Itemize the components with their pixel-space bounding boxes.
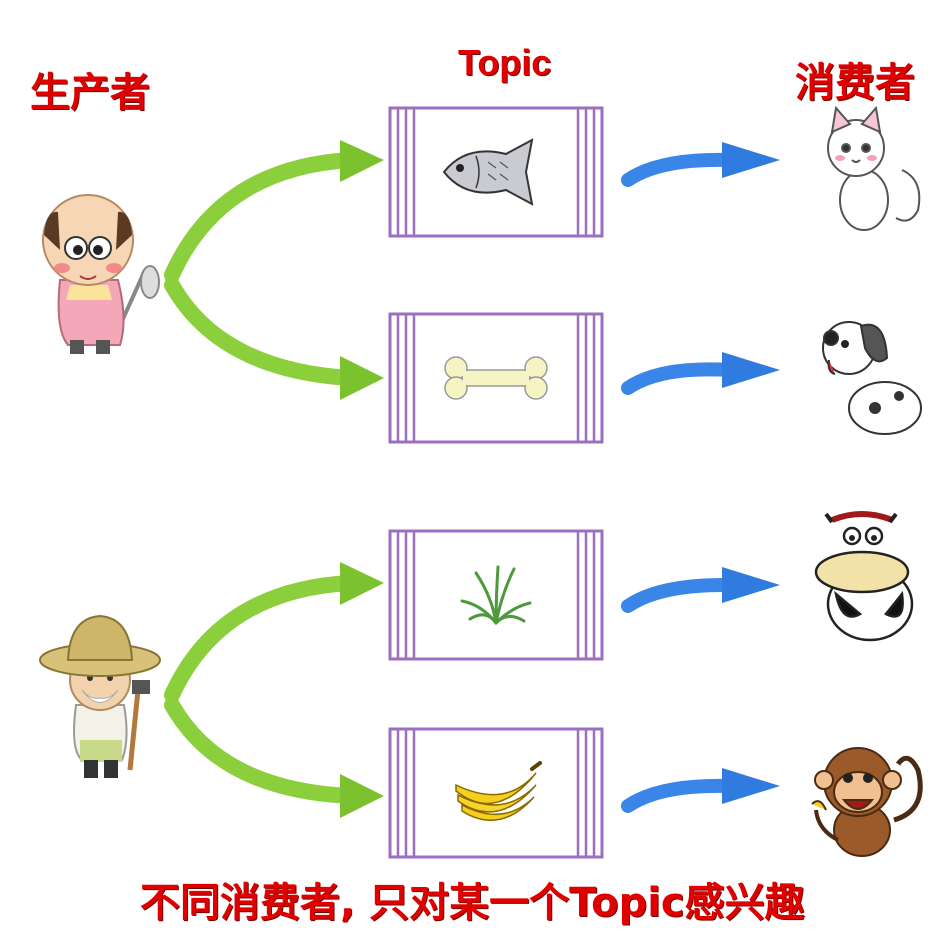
- monkey-icon: [811, 747, 923, 857]
- dog-icon: [822, 321, 922, 435]
- bone-icon: [444, 356, 548, 400]
- arrow-topic3-to-cow: [621, 567, 780, 613]
- topic-label: Topic: [458, 42, 552, 83]
- consumer-dog: [822, 321, 922, 435]
- topic-box-grass: [388, 529, 604, 661]
- topic-box-bone: [388, 312, 604, 444]
- caption: 不同消费者, 只对某一个Topic感兴趣: [140, 880, 805, 926]
- fish-icon: [442, 138, 534, 206]
- cow-icon: [814, 511, 914, 642]
- consumer-cow: [814, 511, 914, 642]
- producer-bald-farmer: [42, 194, 160, 354]
- arrow-topic2-to-dog: [621, 352, 780, 395]
- banana-icon: [455, 761, 542, 822]
- consumer-arrows: [621, 142, 780, 813]
- topic-box-fish: [388, 106, 604, 238]
- producer-hat-farmer: [39, 614, 161, 778]
- grass-icon: [460, 565, 532, 625]
- cat-icon: [827, 105, 921, 231]
- arrow-producer2-to-topic3: [164, 562, 384, 703]
- farmer-hat-icon: [39, 614, 161, 778]
- topic-box-banana: [388, 727, 604, 859]
- producer-arrows: [164, 140, 384, 818]
- farmer-bald-icon: [42, 194, 160, 354]
- consumer-label: 消费者: [795, 60, 915, 106]
- arrow-topic1-to-cat: [621, 142, 780, 187]
- consumer-monkey: [811, 747, 923, 857]
- arrow-producer1-to-topic1: [164, 140, 384, 283]
- arrow-topic4-to-monkey: [621, 768, 780, 813]
- arrow-producer1-to-topic2: [164, 277, 384, 400]
- arrow-producer2-to-topic4: [164, 697, 384, 818]
- producer-label: 生产者: [30, 70, 150, 116]
- consumer-cat: [827, 105, 921, 231]
